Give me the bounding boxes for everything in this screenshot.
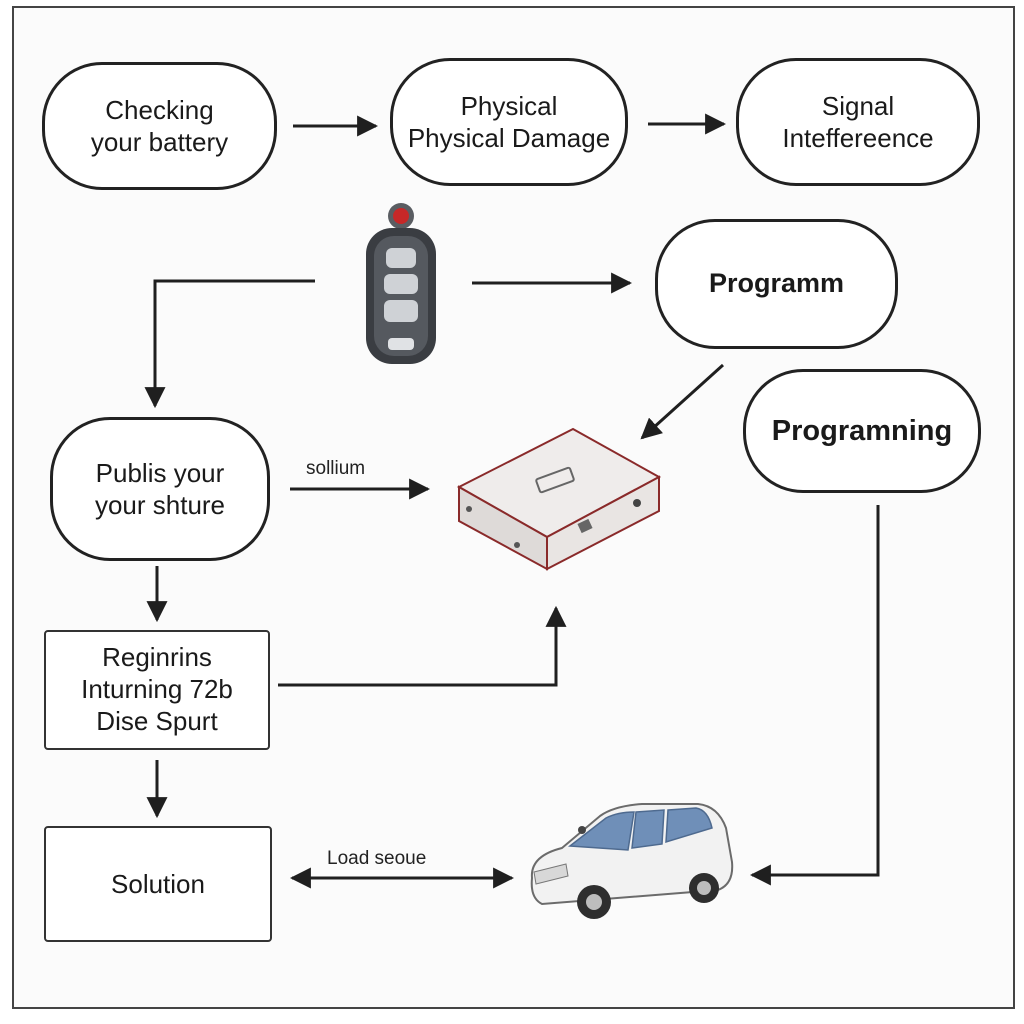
key-fob-icon — [366, 203, 436, 364]
node-programning: Programning — [743, 369, 981, 493]
arrow-fob-to-publis — [144, 279, 315, 409]
node-solution: Solution — [44, 826, 272, 942]
node-programm: Programm — [655, 219, 898, 349]
node-text: Checking — [105, 94, 214, 125]
node-physical-damage: Physical Physical Damage — [390, 58, 628, 186]
node-text: your shture — [94, 490, 226, 520]
node-text: Publis your — [95, 457, 225, 488]
node-text: Programm — [708, 268, 845, 299]
node-checking-battery: Checking your battery — [42, 62, 277, 190]
node-text: your battery — [90, 127, 229, 157]
node-reginrins: Reginrins Inturning 72b Dise Spurt — [44, 630, 270, 750]
node-text: Inteffereence — [782, 123, 934, 153]
arrow-reginrins-to-module — [278, 605, 567, 687]
node-publis: Publis your your shture — [50, 417, 270, 561]
node-signal-interference: Signal Inteffereence — [736, 58, 980, 186]
node-text: Reginrins — [102, 642, 212, 673]
node-text: Physical — [460, 90, 558, 121]
node-text: Signal — [821, 90, 895, 121]
node-text: Solution — [111, 868, 205, 899]
arrow-programm-to-module — [640, 363, 725, 440]
node-text: Programning — [771, 414, 953, 447]
suv-car-icon — [530, 803, 734, 919]
node-text: Inturning 72b — [81, 674, 233, 705]
edge-label-sollium: sollium — [306, 458, 366, 479]
control-module-icon — [456, 427, 662, 571]
node-text: Physical Damage — [407, 123, 611, 153]
node-text: Dise Spurt — [96, 705, 218, 736]
edge-label-load: Load seoue — [327, 848, 427, 869]
arrow-programning-to-car — [749, 505, 880, 886]
